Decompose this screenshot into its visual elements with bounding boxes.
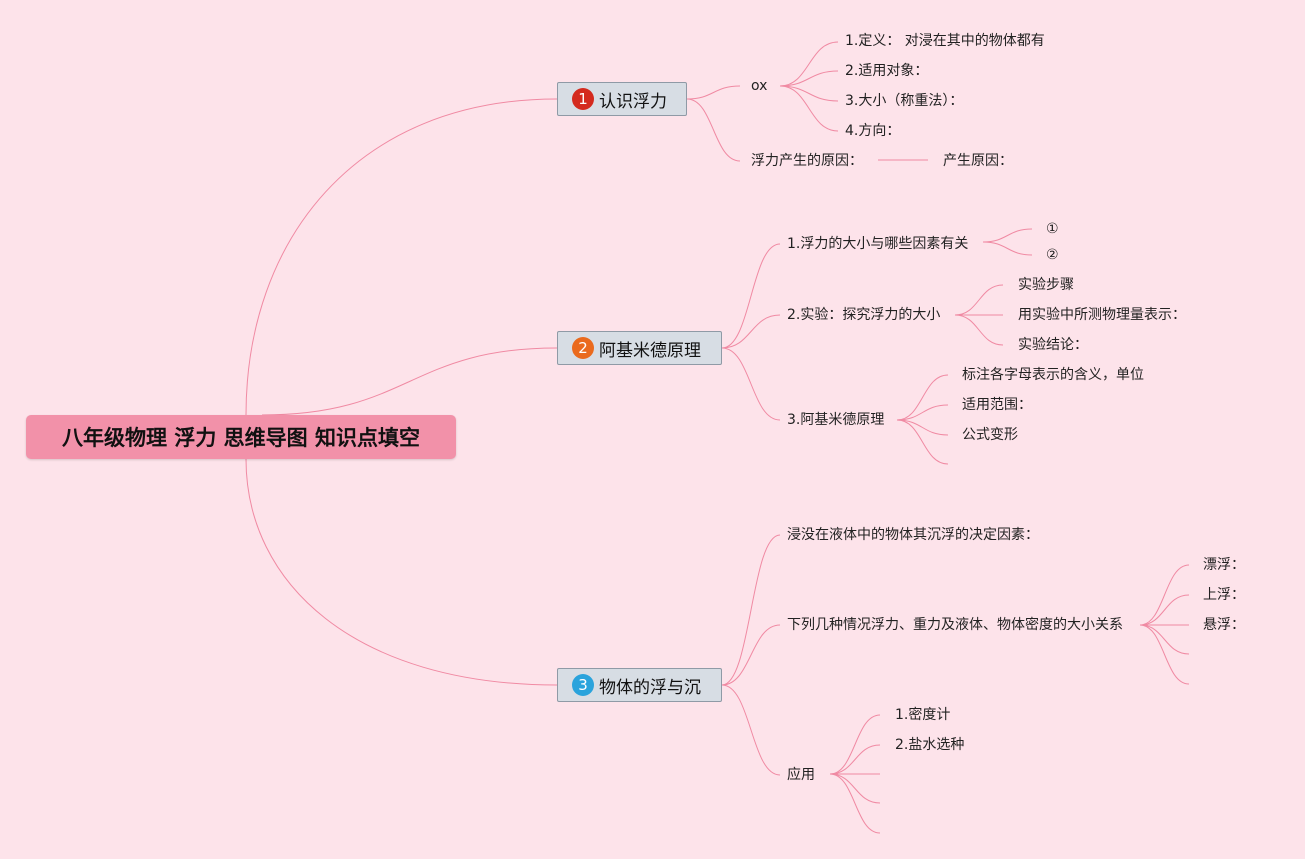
link-archimedes-leaf-1	[896, 404, 949, 421]
link-b2-factors	[721, 243, 781, 349]
link-ox-leaf-1	[779, 70, 839, 87]
leaf-formula-variants[interactable]: 公式变形	[962, 427, 1018, 443]
link-archimedes-leaf-2	[896, 419, 949, 436]
leaf-applicable-objects[interactable]: 2.适用对象：	[845, 63, 929, 79]
link-application-leaf-0	[829, 714, 881, 775]
leaf-expression[interactable]: 用实验中所测物理量表示：	[1018, 307, 1186, 323]
leaf-hydrometer[interactable]: 1.密度计	[895, 707, 951, 723]
branch-2-label: 阿基米德原理	[599, 340, 701, 361]
link-relations-leaf-4	[1139, 624, 1190, 685]
badge-1-icon: 1	[572, 88, 594, 110]
branch-1-label: 认识浮力	[599, 91, 667, 112]
link-relations-leaf-0	[1139, 564, 1190, 626]
leaf-symbols[interactable]: 标注各字母表示的含义，单位	[962, 367, 1144, 383]
branch-3-label: 物体的浮与沉	[599, 677, 701, 698]
root-topic[interactable]: 八年级物理 浮力 思维导图 知识点填空	[26, 415, 456, 459]
leaf-magnitude[interactable]: 3.大小（称重法）：	[845, 93, 964, 109]
root-topic-label: 八年级物理 浮力 思维导图 知识点填空	[62, 426, 420, 450]
badge-3-icon: 3	[572, 674, 594, 696]
subtopic-archimedes[interactable]: 3.阿基米德原理	[787, 412, 885, 428]
leaf-definition[interactable]: 1.定义： 对浸在其中的物体都有	[845, 33, 1045, 49]
link-relations-leaf-1	[1139, 594, 1190, 626]
link-factors-leaf-1	[982, 241, 1033, 256]
link-factors-leaf-0	[982, 228, 1033, 243]
leaf-factor-1[interactable]: ①	[1046, 221, 1059, 237]
link-ox-leaf-0	[779, 41, 839, 87]
leaf-floating[interactable]: 漂浮：	[1203, 557, 1245, 573]
link-experiment-leaf-2	[954, 314, 1004, 346]
link-ox-leaf-3	[779, 85, 839, 132]
subtopic-relations[interactable]: 下列几种情况浮力、重力及液体、物体密度的大小关系	[787, 617, 1123, 633]
branch-3[interactable]: 3 物体的浮与沉	[557, 668, 722, 702]
subtopic-deciding-factor[interactable]: 浸没在液体中的物体其沉浮的决定因素：	[787, 527, 1039, 543]
link-ox-leaf-2	[779, 85, 839, 102]
link-b3-deciding	[721, 534, 781, 686]
link-root-branch-3	[245, 458, 558, 686]
link-b3-relations	[721, 624, 781, 686]
subtopic-experiment[interactable]: 2.实验：探究浮力的大小	[787, 307, 941, 323]
leaf-factor-2[interactable]: ②	[1046, 247, 1059, 263]
subtopic-factors[interactable]: 1.浮力的大小与哪些因素有关	[787, 236, 969, 252]
link-archimedes-leaf-3	[896, 419, 949, 465]
branch-2[interactable]: 2 阿基米德原理	[557, 331, 722, 365]
leaf-steps[interactable]: 实验步骤	[1018, 277, 1074, 293]
leaf-conclusion[interactable]: 实验结论：	[1018, 337, 1088, 353]
leaf-scope[interactable]: 适用范围：	[962, 397, 1032, 413]
link-b1-cause	[686, 98, 741, 162]
subtopic-cause[interactable]: 浮力产生的原因：	[751, 153, 863, 169]
link-archimedes-leaf-0	[896, 374, 949, 421]
badge-2-icon: 2	[572, 337, 594, 359]
link-b2-experiment	[721, 314, 781, 349]
link-root-branch-1	[245, 98, 558, 416]
subtopic-ox[interactable]: ox	[751, 78, 768, 94]
link-root-branch-2	[261, 347, 558, 416]
leaf-seed-selection[interactable]: 2.盐水选种	[895, 737, 965, 753]
link-application-leaf-1	[829, 744, 881, 775]
leaf-cause-reason[interactable]: 产生原因：	[943, 153, 1013, 169]
link-b1-ox	[686, 85, 741, 100]
link-application-leaf-4	[829, 773, 881, 834]
leaf-suspended[interactable]: 悬浮：	[1203, 617, 1245, 633]
link-relations-leaf-3	[1139, 624, 1190, 655]
link-experiment-leaf-0	[954, 284, 1004, 316]
branch-1[interactable]: 1 认识浮力	[557, 82, 687, 116]
leaf-direction[interactable]: 4.方向：	[845, 123, 901, 139]
subtopic-application[interactable]: 应用	[787, 767, 815, 783]
leaf-rising[interactable]: 上浮：	[1203, 587, 1245, 603]
link-b3-application	[721, 684, 781, 776]
link-b2-archimedes	[721, 347, 781, 421]
link-application-leaf-3	[829, 773, 881, 804]
